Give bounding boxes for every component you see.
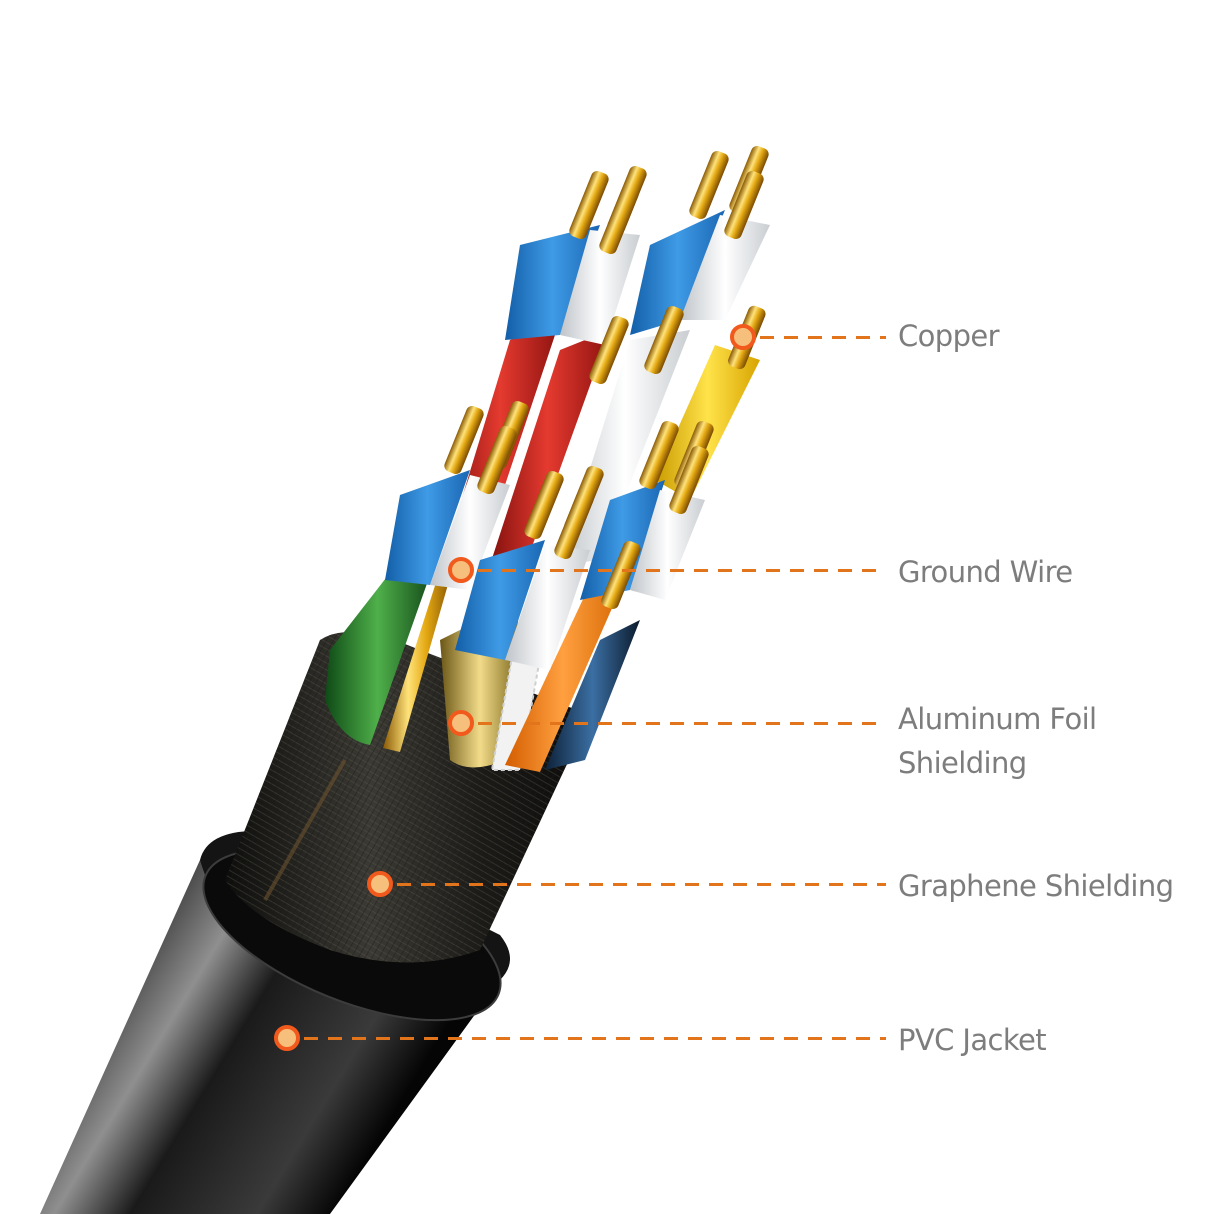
inner-conductors [325,145,770,772]
graphene-leader-line [397,883,886,886]
pvc-jacket-leader-line [304,1037,886,1040]
copper-leader-line [760,336,886,339]
aluminum-foil-marker-dot [448,710,474,736]
pvc-jacket-label: PVC Jacket [898,1023,1047,1057]
pvc-jacket-marker-dot [274,1025,300,1051]
copper-marker-dot [730,324,756,350]
ground-wire-marker-dot [448,557,474,583]
aluminum-foil-label-line2: Shielding [898,746,1027,780]
ground-wire-label: Ground Wire [898,555,1073,589]
copper-label: Copper [898,319,1000,353]
copper-conductors [444,145,769,610]
aluminum-foil-label-line1: Aluminum Foil [898,702,1097,736]
graphene-marker-dot [367,871,393,897]
graphene-label: Graphene Shielding [898,869,1174,903]
aluminum-foil-leader-line [478,722,886,725]
ground-wire-leader-line [478,569,886,572]
